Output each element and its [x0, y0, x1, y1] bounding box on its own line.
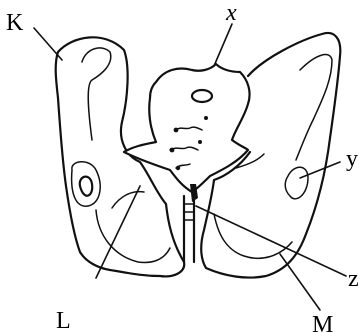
leader-z	[196, 206, 346, 276]
label-y: y	[346, 146, 358, 172]
pubic-symphysis	[184, 196, 194, 262]
leader-k	[34, 28, 62, 60]
label-l: L	[56, 308, 71, 333]
label-x: x	[225, 0, 237, 26]
label-k: K	[6, 10, 24, 36]
label-z: z	[348, 266, 359, 292]
leader-m	[280, 254, 320, 310]
leader-x	[214, 24, 232, 66]
sacrum	[124, 64, 250, 202]
label-m: M	[312, 312, 333, 333]
